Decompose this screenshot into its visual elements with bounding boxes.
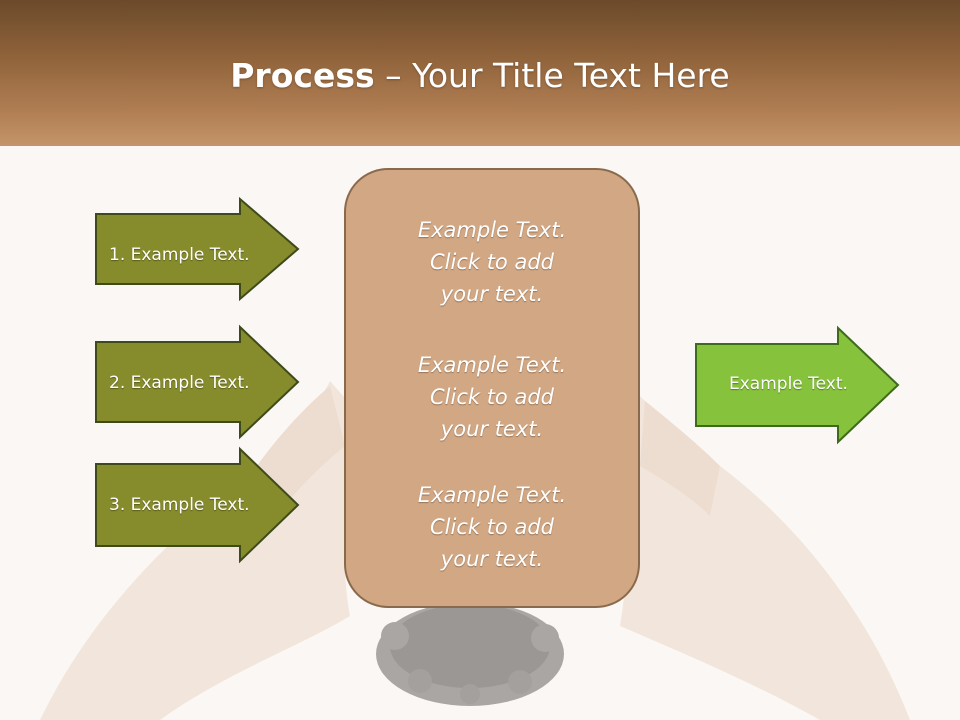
result-arrow[interactable]: Example Text.	[695, 325, 900, 445]
arrow-shape-icon	[695, 325, 900, 445]
block-1-line-1: Example Text.	[417, 218, 567, 242]
block-3-line-3: your text.	[440, 547, 544, 571]
process-arrow-1[interactable]: 1. Example Text.	[95, 196, 300, 302]
center-text-block-1: Example Text. Click to add your text.	[346, 214, 638, 310]
soil-mound	[376, 602, 564, 706]
center-content-box[interactable]: Example Text. Click to add your text. Ex…	[344, 168, 640, 608]
background-photo	[40, 381, 910, 720]
process-arrow-2[interactable]: 2. Example Text.	[95, 324, 300, 440]
block-3-line-2: Click to add	[429, 515, 554, 539]
block-2-line-3: your text.	[440, 417, 544, 441]
result-arrow-label: Example Text.	[729, 374, 848, 394]
title-band: Process – Your Title Text Here	[0, 0, 960, 146]
block-2-line-1: Example Text.	[417, 353, 567, 377]
arrow-label-3: 3. Example Text.	[109, 495, 250, 515]
title-rest: – Your Title Text Here	[374, 56, 730, 95]
block-2-line-2: Click to add	[429, 385, 554, 409]
center-text-block-3: Example Text. Click to add your text.	[346, 479, 638, 575]
process-arrow-3[interactable]: 3. Example Text.	[95, 446, 300, 564]
block-3-line-1: Example Text.	[417, 483, 567, 507]
slide-title: Process – Your Title Text Here	[0, 54, 960, 98]
arrow-shape-icon	[95, 446, 300, 564]
block-1-line-3: your text.	[440, 282, 544, 306]
block-1-line-2: Click to add	[429, 250, 554, 274]
arrow-label-1: 1. Example Text.	[109, 245, 250, 265]
arrow-shape-icon	[95, 196, 300, 302]
title-bold-word: Process	[230, 56, 375, 95]
center-text-block-2: Example Text. Click to add your text.	[346, 349, 638, 445]
arrow-shape-icon	[95, 324, 300, 440]
arrow-label-2: 2. Example Text.	[109, 373, 250, 393]
